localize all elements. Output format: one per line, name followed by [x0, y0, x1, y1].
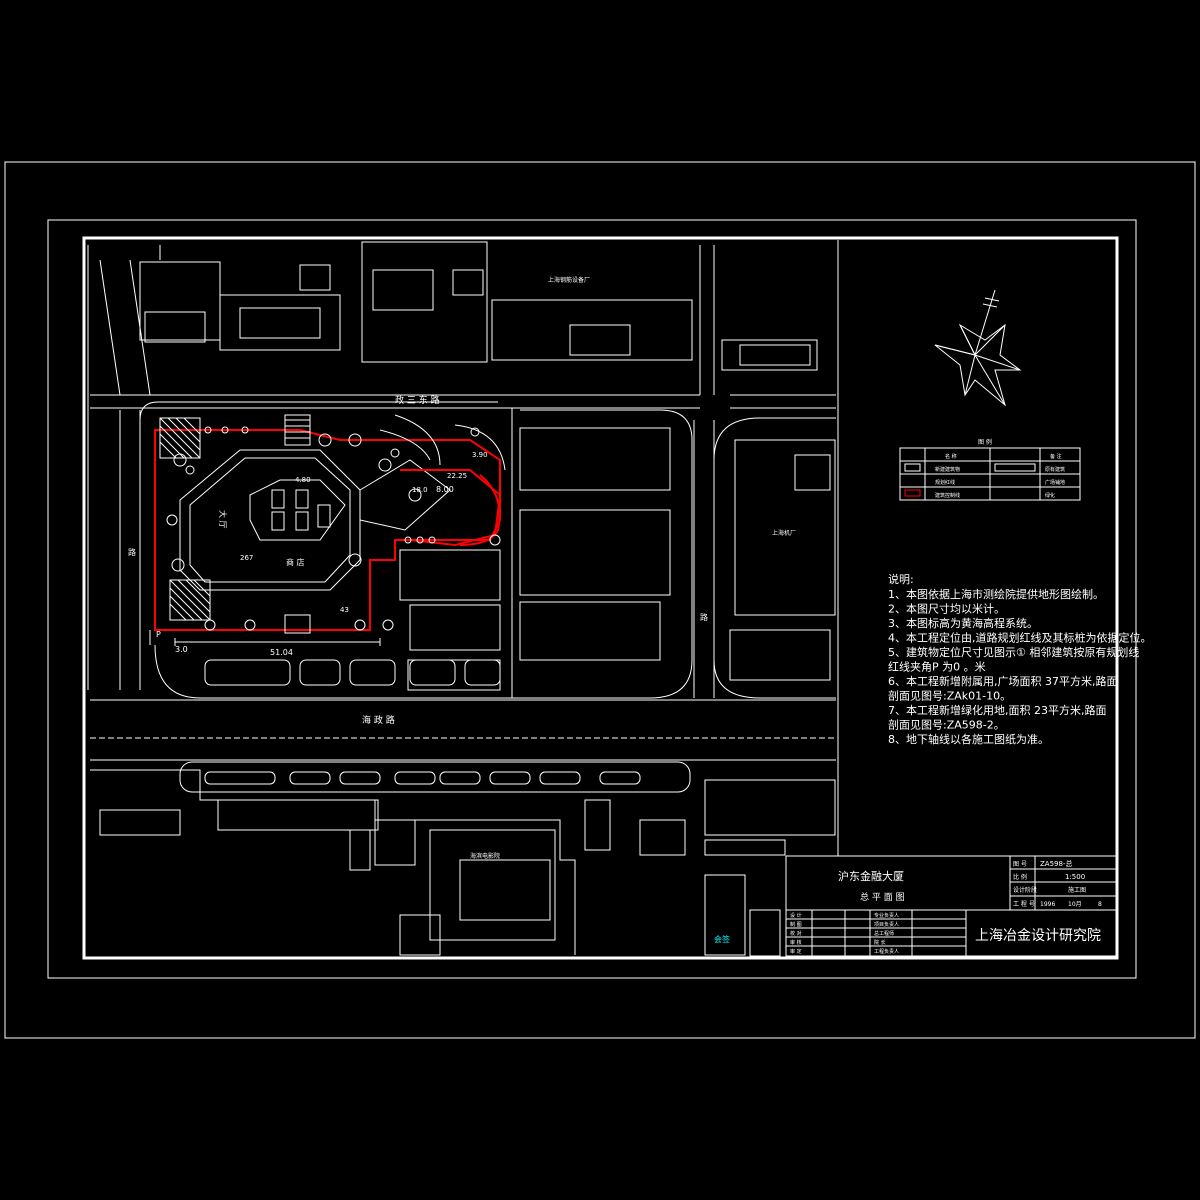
- east-buildings: [399, 427, 836, 691]
- factory-east-label: 上海机厂: [772, 529, 796, 537]
- dim-51: 51.04: [270, 648, 293, 657]
- sheet-title: 总 平 面 图: [860, 891, 905, 903]
- note-item: 红线夹角P 为0 。米: [888, 660, 986, 674]
- title-block: [749, 855, 1117, 957]
- notes-list: 1、本图依据上海市测绘院提供地形图绘制。2、本图尺寸均以米计。3、本图标高为黄海…: [888, 587, 1152, 746]
- scale-label: 比 例: [1013, 873, 1027, 881]
- role-title: 院 长: [874, 939, 886, 946]
- job-label: 工 程 号: [1013, 900, 1035, 908]
- dim-267: 267: [240, 554, 253, 562]
- role-label: 制 图: [790, 921, 802, 928]
- legend-title: 图 例: [978, 438, 992, 446]
- project-title: 沪东金融大厦: [838, 869, 904, 883]
- outer-frame: [4, 161, 1196, 1039]
- drawing-no: ZA598-总: [1040, 859, 1072, 868]
- planting-strips: [204, 659, 641, 785]
- dim-3: 3.0: [175, 645, 188, 654]
- east-road-label: 路: [700, 612, 708, 622]
- drawing-border: [82, 236, 1119, 960]
- month-value: 10月: [1068, 901, 1082, 908]
- dim-18: 18.0: [412, 486, 428, 494]
- note-item: 2、本图尺寸均以米计。: [888, 602, 1005, 616]
- role-title: 项目负责人: [874, 921, 899, 928]
- dim-22-25: 22.25: [447, 472, 467, 480]
- role-title: 工程负责人: [874, 948, 899, 955]
- factory-north-label: 上海钢筋设备厂: [548, 276, 590, 284]
- role-label: 审 定: [790, 948, 802, 955]
- dim-P: P: [156, 630, 161, 639]
- note-item: 4、本工程定位由,道路规划红线及其标桩为依据定位。: [888, 631, 1152, 645]
- role-title: 总工程师: [874, 930, 894, 937]
- role-label: 校 对: [790, 930, 802, 937]
- legend-row1-name: 新建建筑物: [935, 466, 960, 473]
- note-item: 7、本工程新增绿化用地,面积 23平方米,路面: [888, 703, 1106, 717]
- institute-name: 上海冶金设计研究院: [975, 928, 1101, 944]
- dim-43: 43: [340, 606, 349, 614]
- scale-value: 1:500: [1065, 873, 1085, 881]
- north-road-label: 政 三 东 路: [395, 394, 440, 406]
- south-road-label: 海 政 路: [362, 714, 395, 726]
- sheet-frame: [47, 219, 1137, 979]
- legend-head-name: 名 称: [945, 453, 957, 460]
- legend-row2-note: 广场铺地: [1045, 479, 1065, 486]
- south-buildings: [90, 761, 836, 956]
- notes-heading: 说明:: [888, 572, 914, 586]
- note-item: 3、本图标高为黄海高程系统。: [888, 616, 1038, 630]
- dim-4-80: 4.80: [295, 476, 311, 484]
- legend-row2-name: 规划红线: [935, 479, 955, 486]
- dim-3-90: 3.90: [472, 451, 488, 459]
- shop-label: 商 店: [286, 557, 305, 567]
- main-building: [149, 414, 506, 646]
- stamp-text: 会签: [714, 934, 730, 944]
- legend-table: [899, 447, 1081, 501]
- south-site-label: 海滨电影院: [470, 852, 500, 860]
- legend-head-note: 备 注: [1050, 453, 1062, 460]
- roads: [87, 245, 836, 761]
- legend-row3-name: 建筑控制线: [935, 492, 960, 499]
- note-item: 1、本图依据上海市测绘院提供地形图绘制。: [888, 587, 1104, 601]
- note-item: 8、地下轴线以各施工图纸为准。: [888, 732, 1049, 746]
- drawing-no-label: 图 号: [1013, 861, 1027, 868]
- note-item: 5、建筑物定位尺寸见图示① 相邻建筑按原有规划线: [888, 645, 1139, 659]
- role-title: 专业负责人: [874, 912, 899, 919]
- north-arrow: [934, 289, 1022, 407]
- role-label: 设 计: [790, 912, 802, 919]
- note-item: 6、本工程新增附属用,广场面积 37平方米,路面: [888, 674, 1117, 688]
- date-value: 1996: [1040, 901, 1055, 908]
- note-item: 剖面见图号:ZAk01-10。: [888, 689, 1011, 703]
- west-road-label: 路: [128, 547, 136, 557]
- sheet-number: 8: [1098, 901, 1102, 908]
- legend-row1-note: 原有建筑: [1045, 466, 1065, 473]
- phase-value: 施工图: [1068, 886, 1086, 894]
- legend-row3-note: 绿化: [1045, 492, 1055, 499]
- lobby-label: 大 厅: [218, 510, 228, 529]
- trees: [166, 426, 501, 631]
- phase-label: 设计阶段: [1013, 886, 1037, 894]
- note-item: 剖面见图号:ZA598-2。: [888, 718, 1005, 732]
- dim-8-00: 8.00: [436, 485, 454, 494]
- north-buildings: [139, 241, 818, 371]
- role-label: 审 核: [790, 939, 802, 946]
